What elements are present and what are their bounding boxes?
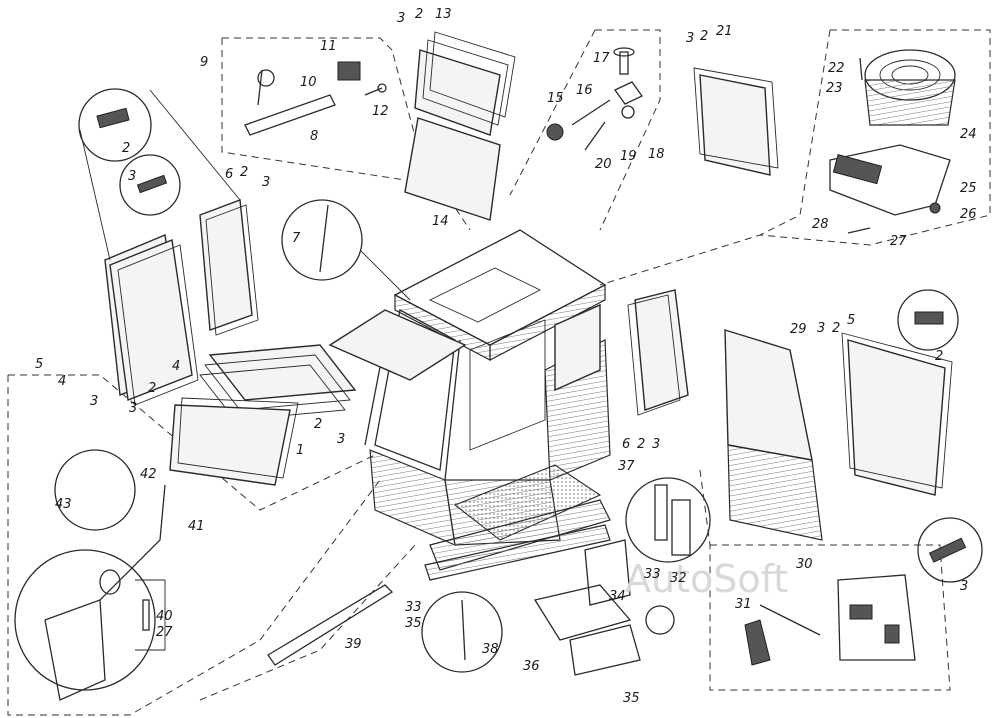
- part-number-c22: 22: [828, 61, 845, 76]
- part-number-c29: 29: [790, 322, 807, 337]
- part-number-c3c: 3: [262, 175, 270, 190]
- part-number-c14: 14: [432, 214, 449, 229]
- part-number-c41: 41: [188, 519, 205, 534]
- part-number-c24: 24: [960, 127, 977, 142]
- part-number-c42: 42: [140, 467, 157, 482]
- part-number-c19: 19: [620, 149, 637, 164]
- part-number-c11: 11: [320, 39, 337, 54]
- group-outlines: [7, 29, 991, 716]
- part-number-c38: 38: [482, 642, 499, 657]
- watermark: AutoSoft: [625, 557, 788, 601]
- part-number-c39: 39: [345, 637, 362, 652]
- part-number-c3i: 3: [817, 321, 825, 336]
- part-number-c5b: 5: [847, 313, 855, 328]
- part-number-c36: 36: [523, 659, 540, 674]
- part-number-c12: 12: [372, 104, 389, 119]
- hinge-detail: [625, 477, 711, 563]
- part-number-c18: 18: [648, 147, 665, 162]
- part-number-c5a: 5: [35, 357, 43, 372]
- lock-kit: [744, 574, 916, 666]
- part-number-c17: 17: [593, 51, 610, 66]
- part-number-c4a: 4: [58, 374, 66, 389]
- part-number-c3e: 3: [686, 31, 694, 46]
- part-number-c2g: 2: [637, 437, 645, 452]
- part-number-c35a: 35: [405, 616, 422, 631]
- part-number-c21: 21: [716, 24, 733, 39]
- part-number-c6a: 6: [225, 167, 233, 182]
- part-number-c33a: 33: [405, 600, 422, 615]
- part-number-c2d: 2: [700, 29, 708, 44]
- part-number-c2a: 2: [122, 141, 130, 156]
- part-number-c13: 13: [435, 7, 452, 22]
- part-number-c15: 15: [547, 91, 564, 106]
- seat: [533, 539, 675, 676]
- part-number-c2e: 2: [314, 417, 322, 432]
- part-number-c1: 1: [296, 443, 304, 458]
- part-number-c3f: 3: [337, 432, 345, 447]
- part-number-c2h: 2: [832, 321, 840, 336]
- part-number-c2i: 2: [935, 349, 943, 364]
- top-glass-assembly: [404, 31, 516, 221]
- part-number-c8: 8: [310, 129, 318, 144]
- cab-body: [328, 229, 611, 581]
- rear-window-assembly: [693, 67, 779, 176]
- part-number-c7: 7: [292, 231, 301, 246]
- part-number-c4b: 4: [172, 359, 180, 374]
- mirror-kit: [14, 449, 166, 701]
- left-window-assembly: [78, 88, 259, 406]
- part-number-c10: 10: [300, 75, 317, 90]
- part-number-c35b: 35: [623, 691, 640, 706]
- part-number-c9: 9: [200, 55, 208, 70]
- part-number-c31: 31: [735, 597, 752, 612]
- part-number-c40: 40: [156, 609, 173, 624]
- part-number-c27b: 27: [156, 625, 173, 640]
- part-number-c43: 43: [55, 497, 72, 512]
- part-number-c32: 32: [670, 571, 687, 586]
- part-number-c3b: 3: [90, 394, 98, 409]
- part-number-c25: 25: [960, 181, 977, 196]
- part-number-c37: 37: [618, 459, 635, 474]
- door-glass-assembly: [627, 289, 689, 416]
- part-number-c2f: 2: [148, 381, 156, 396]
- door-panel: [724, 329, 823, 541]
- vent-kit: [829, 49, 956, 234]
- windshield-assembly: [169, 344, 357, 486]
- part-number-c27a: 27: [890, 234, 907, 249]
- part-number-c2b: 2: [240, 165, 248, 180]
- part-number-c20: 20: [595, 157, 612, 172]
- part-number-c3j: 3: [960, 579, 968, 594]
- part-number-c33b: 33: [644, 567, 661, 582]
- part-number-c16: 16: [576, 83, 593, 98]
- right-window-assembly: [841, 289, 983, 583]
- part-number-c2c: 2: [415, 7, 423, 22]
- part-number-c28: 28: [812, 217, 829, 232]
- part-number-c30: 30: [796, 557, 813, 572]
- part-number-c3h: 3: [652, 437, 660, 452]
- latch-kit: [244, 61, 387, 136]
- seal-detail: [281, 199, 411, 301]
- part-number-c3g: 3: [129, 401, 137, 416]
- part-number-c3d: 3: [397, 11, 405, 26]
- part-number-c3a: 3: [128, 169, 136, 184]
- part-number-c23: 23: [826, 81, 843, 96]
- part-number-c26: 26: [960, 207, 977, 222]
- part-number-c6b: 6: [622, 437, 630, 452]
- part-number-c34: 34: [609, 589, 626, 604]
- bolt-kit: [546, 47, 643, 151]
- step-bar: [267, 584, 503, 673]
